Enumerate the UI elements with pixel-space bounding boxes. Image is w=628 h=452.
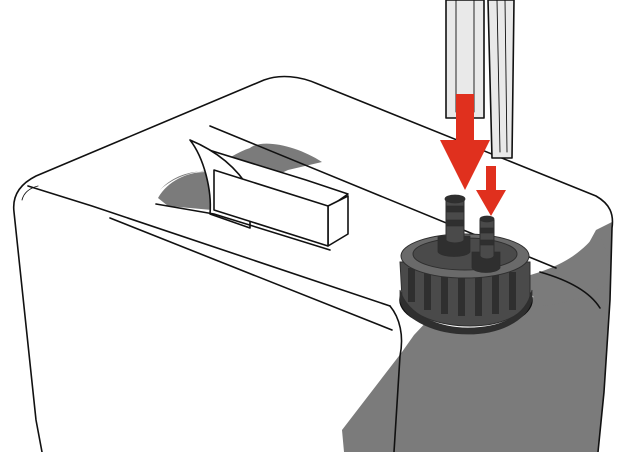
small-barb-stem [479, 219, 495, 260]
small-hose-barb [471, 215, 501, 273]
canister-top-line-front [109, 217, 393, 331]
large-hose-inner [455, 0, 475, 113]
canister-side-shadow [342, 222, 612, 452]
canister-front-ridge [27, 185, 391, 307]
canister-front-face-edge [389, 305, 403, 452]
canister-shoulder-line [21, 185, 39, 201]
cap-bottom-edge [399, 289, 533, 335]
small-barb-opening [479, 215, 495, 223]
canister-right-curve [539, 271, 601, 309]
small-hose [487, 0, 515, 159]
large-hose-barb [437, 194, 471, 257]
cap-ridges [408, 268, 516, 316]
large-barb-rings [445, 205, 465, 227]
arrows [440, 94, 506, 216]
arrow-down-icon [440, 94, 490, 190]
arrow-down-icon [476, 166, 506, 216]
large-barb-opening [444, 194, 466, 204]
small-barb-rings [479, 227, 495, 246]
handle-recess-edge [155, 203, 331, 251]
canister-outline [12, 75, 614, 452]
canister [12, 75, 614, 452]
large-hose [445, 0, 485, 119]
handle-recess-shadow-lower [158, 172, 215, 210]
carry-handle [155, 139, 349, 251]
small-hose-inner [496, 0, 508, 153]
hoses [445, 0, 515, 159]
handle-block-side [213, 169, 329, 247]
screw-cap [399, 233, 533, 335]
canister-top-edge-shadow [520, 232, 610, 306]
